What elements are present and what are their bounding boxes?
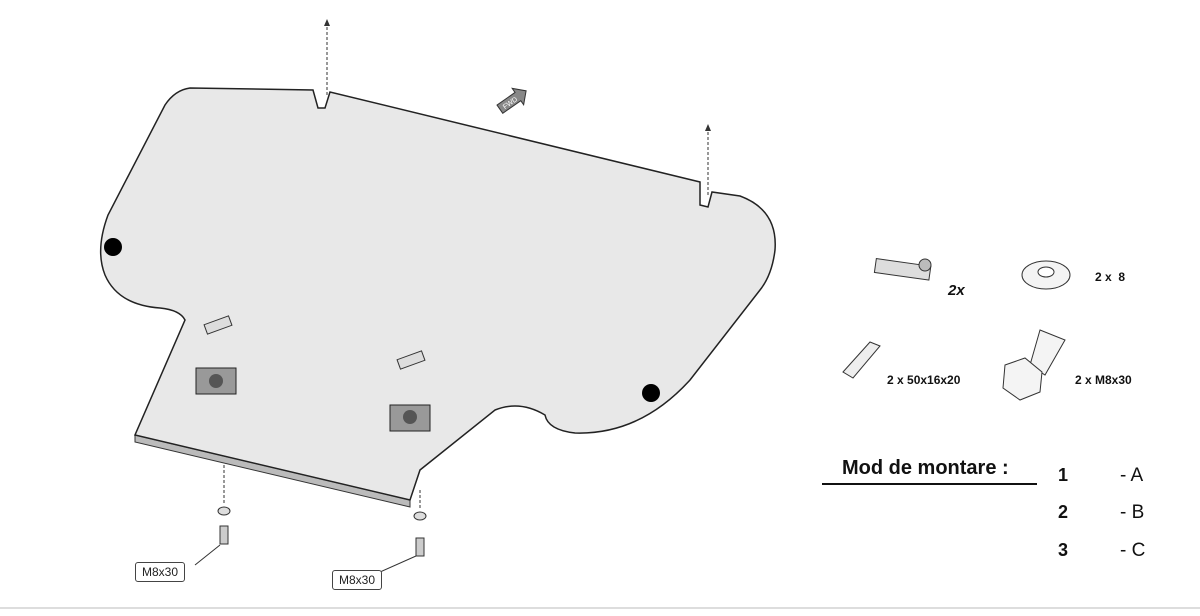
arrow-up-icon <box>324 19 330 26</box>
bolt-icon <box>415 537 425 557</box>
part-qty: 2 x 50x16x20 <box>887 373 961 387</box>
part-qty: 2x <box>948 282 965 299</box>
hole-icon <box>104 238 122 256</box>
part-qty: 2 x 8 <box>1095 270 1126 284</box>
bolt-label: M8x30 <box>332 570 383 590</box>
washer-icon <box>413 511 427 521</box>
bolt-part-icon <box>1002 329 1066 401</box>
fwd-arrow-icon: FWD <box>496 87 527 114</box>
mounting-code: - B <box>1120 502 1145 523</box>
mounting-num: 1 <box>1058 465 1069 485</box>
mounting-num: 2 <box>1058 502 1069 522</box>
mounting-title: Mod de montare : <box>842 457 1009 479</box>
plate-bar-part-icon <box>842 341 881 379</box>
bolt-icon <box>219 525 229 545</box>
washer-icon <box>217 506 231 516</box>
bolt-label: M8x30 <box>135 562 186 582</box>
part-qty: 2 x M8x30 <box>1075 373 1132 387</box>
clip-nut-part-icon <box>873 258 932 281</box>
mounting-code: - A <box>1120 465 1144 486</box>
mounting-code: - C <box>1120 540 1146 561</box>
mounting-num: 3 <box>1058 540 1069 560</box>
clip-nut-icon <box>389 350 431 432</box>
hole-icon <box>642 384 660 402</box>
skid-plate <box>99 87 776 501</box>
washer-part-icon <box>1021 260 1071 290</box>
svg-text:FWD: FWD <box>502 96 519 111</box>
clip-nut-icon <box>195 315 237 395</box>
arrow-up-icon <box>705 124 711 131</box>
